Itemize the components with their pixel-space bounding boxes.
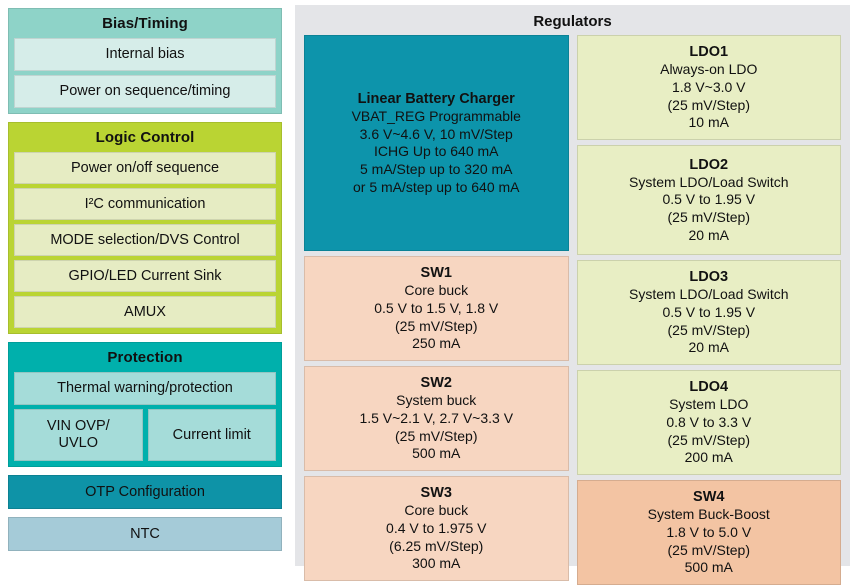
card-title: SW2: [420, 375, 452, 392]
card-line: (25 mV/Step): [667, 431, 750, 448]
card-line: Core buck: [404, 502, 469, 519]
card-ldo2[interactable]: LDO2 System LDO/Load Switch 0.5 V to 1.9…: [576, 145, 841, 255]
panel-title-regulators: Regulators: [533, 13, 612, 30]
item-thermal-warning-protection[interactable]: Thermal warning/protection: [14, 372, 276, 405]
card-line: (25 mV/Step): [667, 96, 750, 113]
item-internal-bias[interactable]: Internal bias: [14, 38, 276, 71]
card-title: SW3: [420, 485, 452, 502]
card-line: 20 mA: [688, 339, 729, 356]
regulators-right-column: LDO1 Always-on LDO 1.8 V~3.0 V (25 mV/St…: [576, 35, 841, 585]
card-ldo3[interactable]: LDO3 System LDO/Load Switch 0.5 V to 1.9…: [576, 260, 841, 365]
card-line: 3.6 V~4.6 V, 10 mV/Step: [359, 125, 513, 142]
regulators-grid: Linear Battery Charger VBAT_REG Programm…: [304, 35, 841, 585]
bar-otp-configuration[interactable]: OTP Configuration: [8, 475, 282, 509]
card-line: (25 mV/Step): [667, 209, 750, 226]
card-title: SW1: [420, 265, 452, 282]
card-line: 1.5 V~2.1 V, 2.7 V~3.3 V: [359, 409, 514, 426]
card-line: 250 mA: [412, 335, 461, 352]
card-ldo1[interactable]: LDO1 Always-on LDO 1.8 V~3.0 V (25 mV/St…: [576, 35, 841, 140]
card-line: System LDO/Load Switch: [628, 286, 789, 303]
item-gpio-led-current-sink[interactable]: GPIO/LED Current Sink: [14, 260, 276, 292]
regulators-panel: Regulators Linear Battery Charger VBAT_R…: [295, 5, 850, 585]
card-line: System LDO: [669, 396, 749, 413]
card-line: 20 mA: [688, 226, 729, 243]
group-title-bias-timing: Bias/Timing: [102, 15, 188, 32]
item-amux[interactable]: AMUX: [14, 296, 276, 328]
card-line: Always-on LDO: [660, 61, 758, 78]
card-line: 5 mA/Step up to 320 mA: [359, 160, 513, 177]
group-protection: Protection Thermal warning/protection VI…: [8, 342, 282, 467]
bar-ntc[interactable]: NTC: [8, 517, 282, 551]
card-line: VBAT_REG Programmable: [351, 108, 521, 124]
card-line: 0.8 V to 3.3 V: [666, 413, 752, 430]
card-sw4[interactable]: SW4 System Buck-Boost 1.8 V to 5.0 V (25…: [576, 480, 841, 585]
card-line: Core buck: [404, 282, 469, 299]
card-line: 0.5 V to 1.5 V, 1.8 V: [374, 299, 499, 316]
item-mode-selection-dvs-control[interactable]: MODE selection/DVS Control: [14, 224, 276, 256]
card-ldo4[interactable]: LDO4 System LDO 0.8 V to 3.3 V (25 mV/St…: [576, 370, 841, 475]
card-line: 0.5 V to 1.95 V: [662, 191, 756, 208]
card-sw3[interactable]: SW3 Core buck 0.4 V to 1.975 V (6.25 mV/…: [304, 476, 569, 581]
group-bias-timing: Bias/Timing Internal bias Power on seque…: [8, 8, 282, 114]
card-line: 10 mA: [688, 114, 729, 131]
card-line: 1.8 V to 5.0 V: [666, 523, 752, 540]
card-title: LDO4: [689, 379, 729, 396]
card-line: (25 mV/Step): [667, 321, 750, 338]
card-line: (25 mV/Step): [395, 427, 478, 444]
card-title: LDO1: [689, 44, 729, 61]
card-line: 500 mA: [412, 445, 461, 462]
item-current-limit[interactable]: Current limit: [147, 409, 276, 461]
protection-sub-row: VIN OVP/ UVLO Current limit: [14, 409, 276, 461]
card-line: 200 mA: [684, 449, 733, 466]
card-sw1[interactable]: SW1 Core buck 0.5 V to 1.5 V, 1.8 V (25 …: [304, 256, 569, 361]
card-line: 0.4 V to 1.975 V: [386, 519, 487, 536]
group-logic-control: Logic Control Power on/off sequence I²C …: [8, 122, 282, 334]
card-title: SW4: [693, 489, 725, 506]
item-vin-ovp-uvlo[interactable]: VIN OVP/ UVLO: [14, 409, 143, 461]
card-line: or 5 mA/step up to 640 mA: [352, 178, 520, 195]
card-line: System Buck-Boost: [647, 506, 770, 523]
card-line: (25 mV/Step): [667, 541, 750, 558]
card-line: 0.5 V to 1.95 V: [662, 303, 756, 320]
card-line: (25 mV/Step): [395, 317, 478, 334]
card-title: LDO3: [689, 269, 729, 286]
item-power-on-off-sequence[interactable]: Power on/off sequence: [14, 152, 276, 184]
card-title: Linear Battery Charger: [357, 90, 515, 107]
card-line: 500 mA: [684, 559, 733, 576]
card-line: System buck: [396, 392, 477, 409]
item-power-on-sequence-timing[interactable]: Power on sequence/timing: [14, 75, 276, 108]
card-line: 300 mA: [412, 555, 461, 572]
regulators-left-column: Linear Battery Charger VBAT_REG Programm…: [304, 35, 569, 585]
card-line: System LDO/Load Switch: [628, 173, 789, 190]
left-column: Bias/Timing Internal bias Power on seque…: [0, 0, 290, 579]
group-title-protection: Protection: [107, 349, 183, 366]
card-line: (6.25 mV/Step): [389, 537, 484, 554]
card-line: 1.8 V~3.0 V: [671, 78, 746, 95]
item-i2c-communication[interactable]: I²C communication: [14, 188, 276, 220]
card-line: ICHG Up to 640 mA: [374, 143, 499, 160]
card-title: LDO2: [689, 156, 729, 173]
group-title-logic-control: Logic Control: [95, 129, 195, 146]
card-sw2[interactable]: SW2 System buck 1.5 V~2.1 V, 2.7 V~3.3 V…: [304, 366, 569, 471]
card-linear-battery-charger[interactable]: Linear Battery Charger VBAT_REG Programm…: [304, 35, 569, 251]
